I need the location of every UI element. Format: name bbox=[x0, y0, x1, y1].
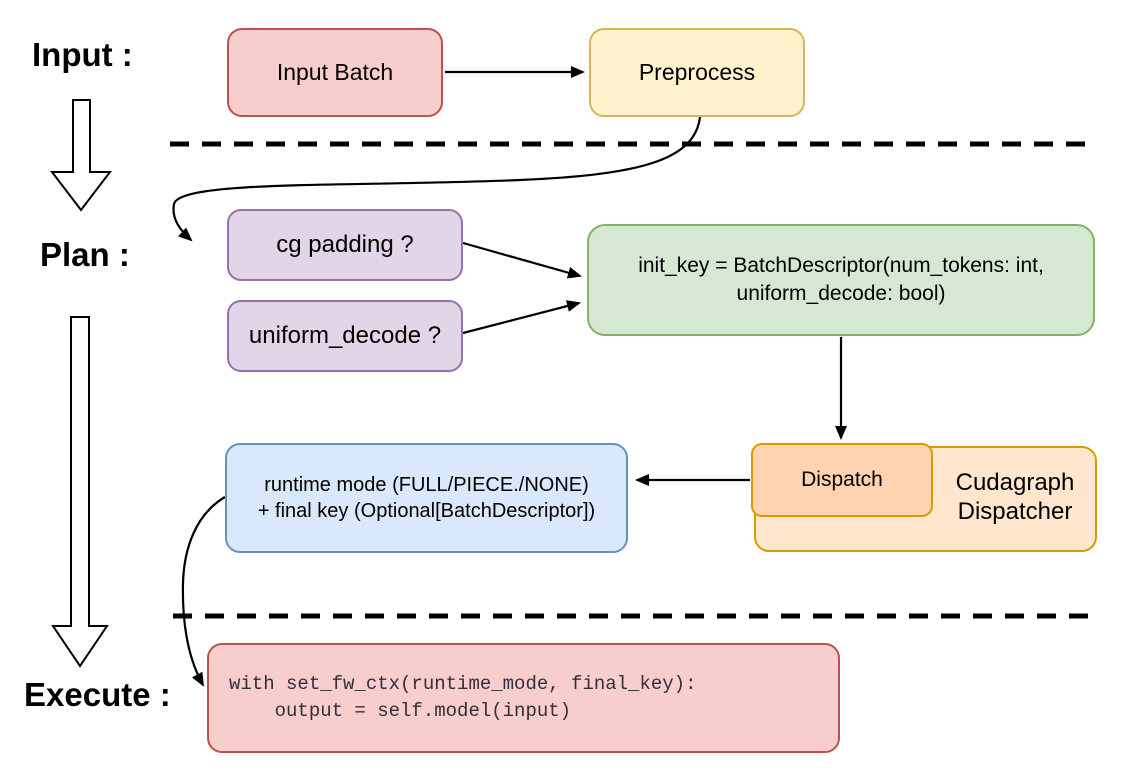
plan-phase-arrow bbox=[51, 316, 109, 668]
connector-uniformdecode-initkey bbox=[462, 300, 581, 335]
code-line2: output = self.model(input) bbox=[229, 700, 572, 722]
node-uniform-decode: uniform_decode ? bbox=[227, 300, 463, 372]
node-runtime-line1: runtime mode (FULL/PIECE./NONE) bbox=[264, 474, 589, 496]
node-init-key: init_key = BatchDescriptor(num_tokens: i… bbox=[587, 224, 1095, 336]
node-preprocess: Preprocess bbox=[589, 28, 805, 117]
phase-label-execute: Execute : bbox=[24, 676, 171, 713]
cudagraph-label-line1: Cudagraph bbox=[955, 469, 1075, 496]
connector-runtime-execute bbox=[181, 496, 226, 687]
node-cg-padding: cg padding ? bbox=[227, 209, 463, 281]
node-dispatch: Dispatch bbox=[751, 443, 933, 517]
connector-preprocess-cgpadding bbox=[172, 116, 702, 242]
input-phase-arrow bbox=[49, 99, 113, 212]
code-line1: with set_fw_ctx(runtime_mode, final_key)… bbox=[229, 673, 697, 695]
node-init-key-line2: uniform_decode: bool) bbox=[736, 282, 946, 305]
node-execute-code: with set_fw_ctx(runtime_mode, final_key)… bbox=[207, 643, 840, 753]
node-cudagraph-dispatcher-label: Cudagraph Dispatcher bbox=[933, 468, 1097, 526]
phase-label-input: Input : bbox=[32, 36, 133, 73]
node-preprocess-label: Preprocess bbox=[638, 59, 756, 85]
node-runtime-line2: + final key (Optional[BatchDescriptor]) bbox=[257, 500, 596, 522]
node-dispatch-label: Dispatch bbox=[801, 468, 883, 491]
node-init-key-line1: init_key = BatchDescriptor(num_tokens: i… bbox=[638, 254, 1044, 277]
node-uniform-decode-label: uniform_decode ? bbox=[248, 322, 442, 349]
cudagraph-label-line2: Dispatcher bbox=[957, 498, 1073, 525]
connector-cgpadding-initkey bbox=[462, 241, 582, 279]
node-runtime-mode: runtime mode (FULL/PIECE./NONE) + final … bbox=[225, 443, 628, 553]
node-cg-padding-label: cg padding ? bbox=[276, 231, 414, 258]
phase-label-plan: Plan : bbox=[40, 236, 130, 273]
node-input-batch-label: Input Batch bbox=[276, 59, 394, 85]
node-input-batch: Input Batch bbox=[227, 28, 443, 117]
